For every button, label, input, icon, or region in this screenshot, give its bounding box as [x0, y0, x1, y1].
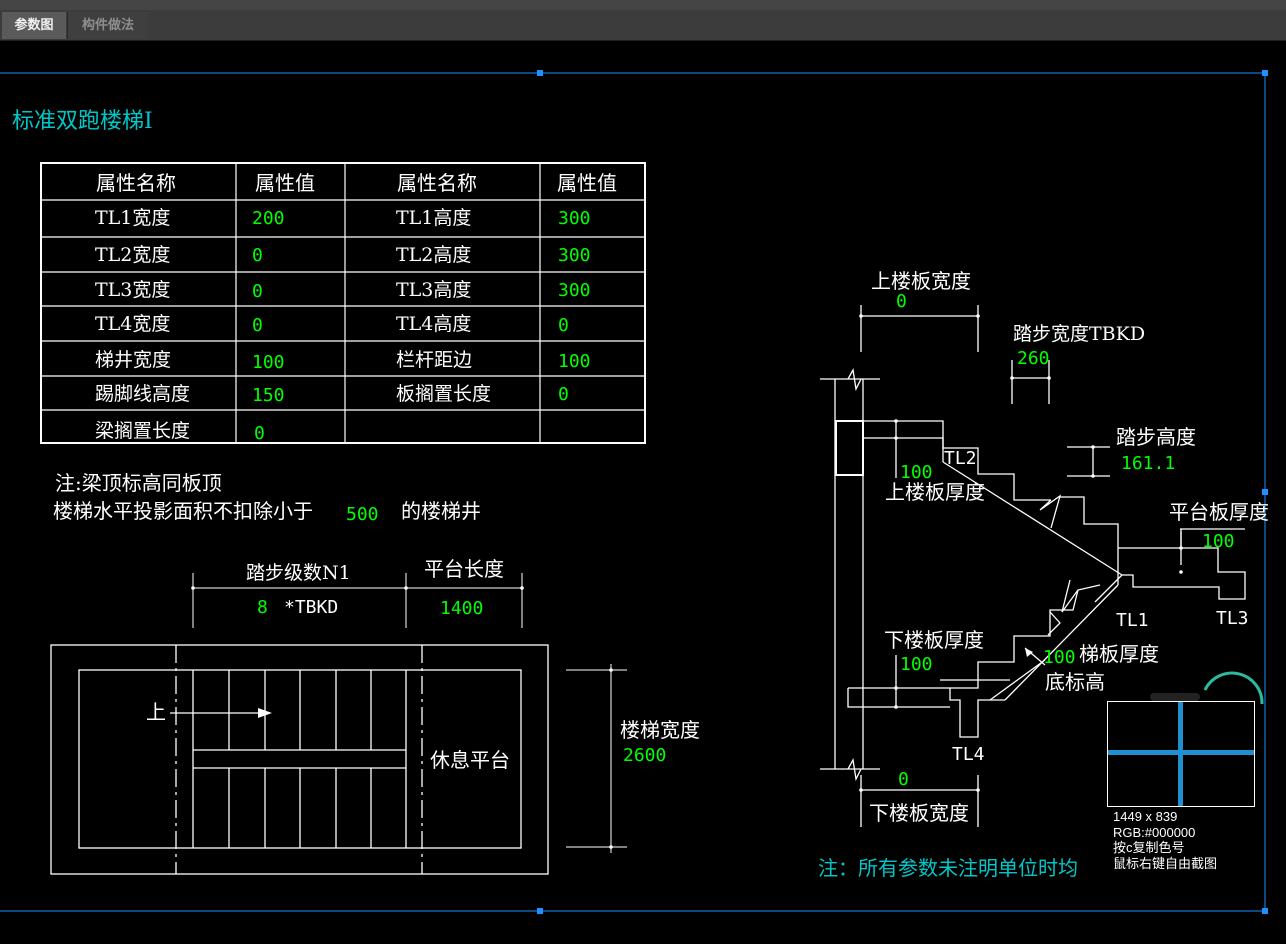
table-cell-name: TL2高度 [396, 244, 471, 266]
tl1-label: TL1 [1116, 610, 1149, 631]
units-footnote: 注：所有参数未注明单位时均 [818, 856, 1078, 880]
platform-thickness-value[interactable]: 100 [1202, 531, 1235, 552]
color-readout: RGB:#000000 [1113, 824, 1196, 840]
note-projection-suffix: 的楼梯井 [401, 499, 481, 523]
title-strip [0, 0, 1286, 10]
header-attr-name-1: 属性名称 [96, 171, 176, 195]
landing-label: 休息平台 [430, 748, 510, 772]
tab-parameter-diagram[interactable]: 参数图 [2, 12, 66, 39]
table-cell-name: 栏杆距边 [396, 349, 472, 371]
table-cell-value[interactable]: 0 [252, 281, 263, 302]
table-cell-name: TL4宽度 [95, 313, 170, 335]
upper-slab-width-label: 上楼板宽度 [871, 269, 971, 293]
tl2-label: TL2 [944, 448, 977, 469]
selection-grips[interactable] [537, 70, 1268, 914]
platform-length-label: 平台长度 [424, 557, 504, 581]
tab-bar: 参数图 构件做法 [0, 0, 1286, 41]
tread-width-value[interactable]: 260 [1017, 348, 1050, 369]
table-cell-value[interactable]: 100 [558, 351, 591, 372]
lower-slab-width-value[interactable]: 0 [898, 769, 909, 790]
bottom-elevation-label: 底标高 [1045, 670, 1105, 694]
upper-slab-width-value[interactable]: 0 [896, 291, 907, 312]
table-cell-value[interactable]: 0 [254, 423, 265, 444]
plan-dimension-dots [191, 586, 613, 849]
parameter-table [40, 162, 646, 444]
riser-height-label: 踏步高度 [1116, 425, 1196, 449]
floating-toolbar-edge [1150, 693, 1200, 701]
table-cell-name: TL1高度 [396, 207, 471, 229]
drawing-title: 标准双跑楼梯Ⅰ [12, 109, 153, 134]
upper-slab-thickness-label: 上楼板厚度 [885, 480, 985, 504]
table-cell-value[interactable]: 0 [558, 384, 569, 405]
table-cell-value[interactable]: 200 [252, 208, 285, 229]
stair-width-label: 楼梯宽度 [620, 718, 700, 742]
stair-width-value[interactable]: 2600 [623, 745, 666, 766]
platform-thickness-label: 平台板厚度 [1169, 500, 1269, 524]
lower-slab-thickness-value[interactable]: 100 [900, 654, 933, 675]
stair-plan [50, 644, 549, 875]
lower-slab-thickness-label: 下楼板厚度 [884, 628, 984, 652]
table-cell-name: TL3高度 [396, 279, 471, 301]
crosshair-vertical [1178, 702, 1183, 806]
tl3-label: TL3 [1216, 608, 1249, 629]
header-attr-value-2: 属性值 [557, 171, 617, 195]
upper-slab-thickness-value[interactable]: 100 [900, 462, 933, 483]
drawing-canvas[interactable]: 标准双跑楼梯Ⅰ 属性名称 属性值 属性名称 属性值 TL1宽度 200 TL1高… [0, 41, 1286, 944]
table-cell-name: 踢脚线高度 [95, 383, 190, 405]
header-attr-name-2: 属性名称 [397, 171, 477, 195]
table-cell-value[interactable]: 0 [252, 315, 263, 336]
table-cell-name: 梯井宽度 [95, 349, 171, 371]
tl4-label: TL4 [952, 744, 985, 765]
table-cell-value[interactable]: 150 [252, 385, 285, 406]
up-arrow-icon [258, 708, 272, 718]
note-projection-prefix: 楼梯水平投影面积不扣除小于 [53, 499, 313, 523]
table-cell-name: TL3宽度 [95, 279, 170, 301]
table-rows: TL1宽度 200 TL1高度 300 TL2宽度 0 TL2高度 300 TL… [95, 207, 591, 444]
table-cell-value[interactable]: 300 [558, 208, 591, 229]
plan-dimension-lines [192, 573, 627, 853]
riser-height-value[interactable]: 161.1 [1121, 453, 1175, 474]
tab-component-method[interactable]: 构件做法 [67, 12, 148, 39]
step-count-value[interactable]: 8 [257, 597, 268, 618]
lower-slab-width-label: 下楼板宽度 [869, 801, 969, 825]
copy-color-hint: 按c复制色号 [1113, 840, 1185, 855]
step-count-suffix: *TBKD [284, 597, 338, 618]
table-cell-name: TL1宽度 [95, 207, 170, 229]
screenshot-hint: 鼠标右键自由截图 [1113, 855, 1218, 871]
table-cell-name: 板搁置长度 [396, 383, 491, 405]
slab-thickness-arrow-icon [1025, 648, 1033, 657]
note-projection-value[interactable]: 500 [346, 504, 379, 525]
stair-slab-thickness-value[interactable]: 100 [1043, 647, 1076, 668]
table-cell-value[interactable]: 0 [252, 245, 263, 266]
cursor-position: 1449 x 839 [1113, 809, 1178, 824]
header-attr-value-1: 属性值 [255, 171, 315, 195]
color-picker-magnifier [1107, 701, 1255, 807]
stair-slab-thickness-label: 梯板厚度 [1079, 642, 1159, 666]
table-cell-value[interactable]: 100 [252, 352, 285, 373]
section-dimension-dots [859, 314, 1183, 792]
table-cell-value[interactable]: 300 [558, 245, 591, 266]
table-cell-value[interactable]: 0 [558, 315, 569, 336]
table-cell-name: TL4高度 [396, 313, 471, 335]
up-label: 上 [146, 700, 166, 724]
table-cell-name: 梁搁置长度 [95, 420, 190, 442]
floating-ball-icon[interactable] [1203, 671, 1264, 705]
table-cell-value[interactable]: 300 [558, 280, 591, 301]
table-cell-name: TL2宽度 [95, 244, 170, 266]
color-picker-info: 1449 x 839 RGB:#000000 按c复制色号 鼠标右键自由截图 [1113, 809, 1283, 871]
table-header: 属性名称 属性值 属性名称 属性值 [96, 171, 617, 195]
step-count-label: 踏步级数N1 [246, 562, 351, 584]
note-beam-top: 注:梁顶标高同板顶 [55, 471, 222, 495]
tread-width-label: 踏步宽度TBKD [1013, 323, 1145, 345]
platform-length-value[interactable]: 1400 [440, 598, 483, 619]
